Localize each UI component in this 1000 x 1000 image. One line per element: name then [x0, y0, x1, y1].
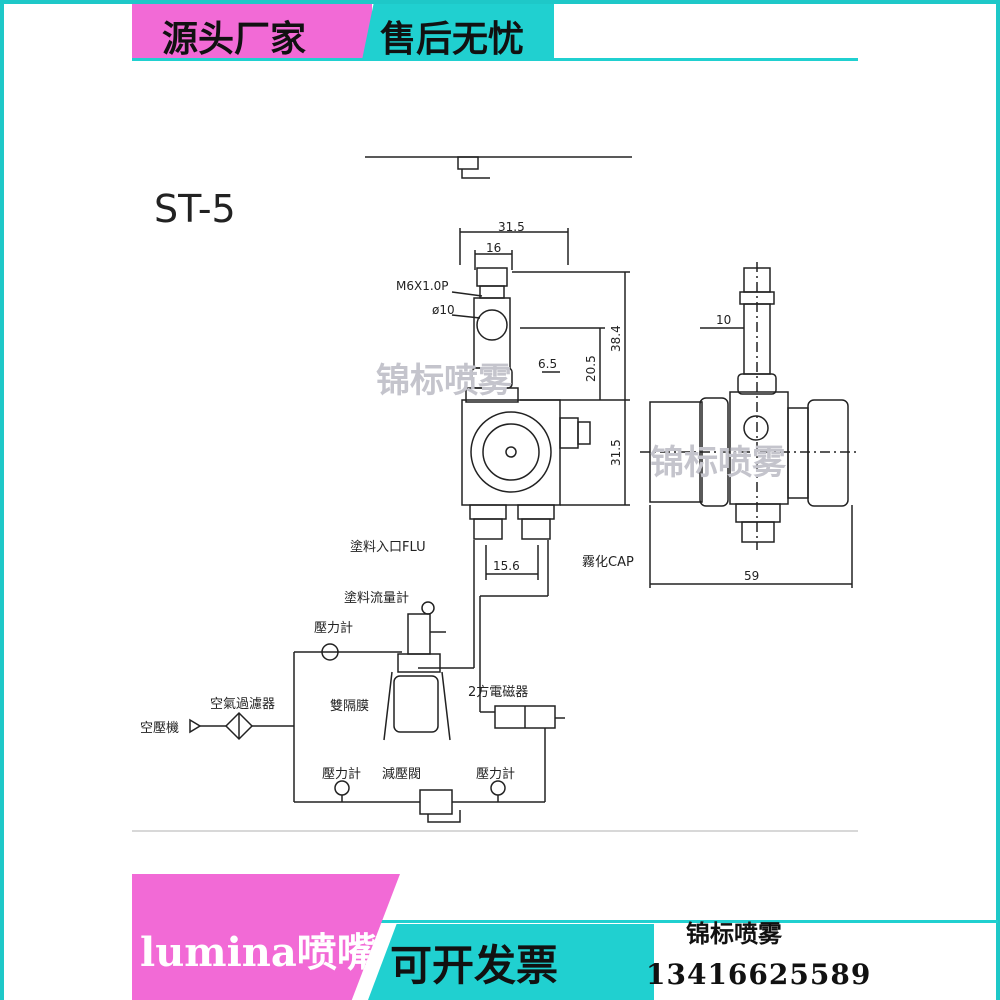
watermark-front: 锦标喷雾 [376, 361, 513, 401]
label-atomizing: 霧化CAP [582, 555, 634, 570]
watermark-side: 锦标喷雾 [650, 443, 787, 483]
banner-source-factory: 源头厂家 [162, 19, 307, 60]
label-pressure-gauge-top: 壓力計 [314, 620, 353, 636]
label-air-filter: 空氣過濾器 [210, 697, 275, 712]
brand-jinbiao-spray: 锦标喷雾 [686, 920, 782, 948]
label-solenoid: 2方電磁器 [468, 684, 528, 700]
top-divider [132, 58, 858, 61]
top-left-banner: 源头厂家 [132, 4, 372, 60]
dim-width-top: 16 [486, 241, 501, 255]
dim-width-total: 31.5 [498, 220, 525, 234]
dim-diameter: ø10 [432, 303, 455, 317]
dim-height-total: 38.4 [609, 325, 623, 352]
top-right-banner: 售后无忧 [362, 4, 554, 60]
dim-thread: M6X1.0P [396, 279, 449, 293]
dim-height-body: 31.5 [609, 439, 623, 466]
label-flow-meter: 塗料流量計 [344, 590, 409, 606]
bottom-middle-banner: 可开发票 [368, 924, 654, 1000]
banner-invoice-available: 可开发票 [390, 941, 559, 990]
label-compressor: 空壓機 [140, 721, 179, 736]
dim-side-width: 59 [744, 569, 759, 583]
dim-height-upper: 20.5 [584, 355, 598, 382]
dim-port-spacing: 15.6 [493, 559, 520, 573]
contact-phone: 13416625589 [646, 958, 872, 991]
model-title: ST-5 [154, 187, 236, 231]
brand-lumina-nozzle: lumina喷嘴 [140, 929, 377, 976]
label-pressure-gauge-left: 壓力計 [322, 766, 361, 782]
bottom-divider [132, 920, 998, 923]
dim-side-10: 10 [716, 313, 731, 327]
banner-after-sales: 售后无忧 [380, 19, 525, 60]
bottom-left-banner: lumina喷嘴 [132, 874, 400, 1000]
label-regulator: 減壓閥 [382, 766, 421, 782]
diagram-bottom-rule [132, 830, 858, 832]
dim-small-offset: 6.5 [538, 357, 557, 371]
label-pressure-gauge-right: 壓力計 [476, 766, 515, 782]
label-diaphragm: 雙隔膜 [330, 699, 369, 714]
label-fluid-inlet: 塗料入口FLU [350, 539, 426, 555]
